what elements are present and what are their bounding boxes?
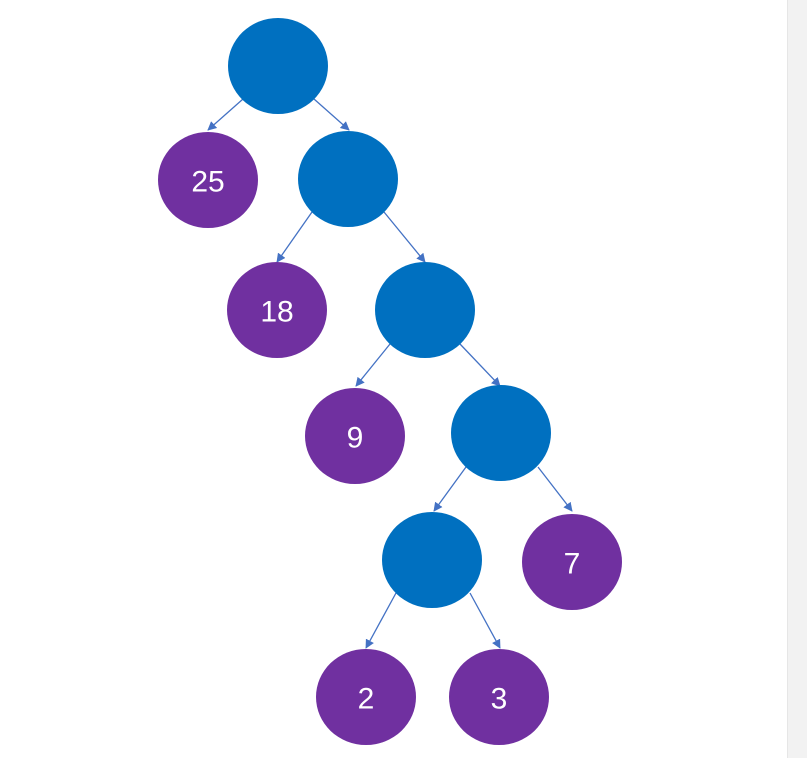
tree-node-4 <box>451 385 551 481</box>
leaf-node-7 <box>522 514 622 610</box>
leaf-label-3: 3 <box>491 683 508 716</box>
edge-node-2-node-3 <box>383 211 426 263</box>
leaf-node-3 <box>449 649 549 745</box>
edge-node-4-leaf-7 <box>537 466 573 512</box>
leaf-label-2: 2 <box>358 683 375 716</box>
leaf-node-2 <box>316 649 416 745</box>
leaf-label-7: 7 <box>564 548 581 581</box>
edge-node-5-leaf-2 <box>365 592 397 649</box>
leaf-node-18 <box>227 262 327 358</box>
edge-root-leaf-25 <box>207 98 244 131</box>
tree-node-5 <box>382 512 482 608</box>
edges <box>207 98 573 649</box>
leaf-label-25: 25 <box>191 166 224 199</box>
edge-node-2-leaf-18 <box>276 211 313 263</box>
tree-diagram: 25 18 9 7 2 3 <box>158 18 622 745</box>
edge-node-3-leaf-9 <box>355 343 391 387</box>
leaf-node-25 <box>158 132 258 228</box>
edge-root-node-2 <box>313 98 350 131</box>
tree-node-root <box>228 18 328 114</box>
diagram-canvas: 25 18 9 7 2 3 <box>158 18 622 745</box>
internal-nodes <box>228 18 551 608</box>
tree-node-2 <box>298 131 398 227</box>
edge-node-4-node-5 <box>433 466 467 512</box>
leaf-nodes: 25 18 9 7 2 3 <box>158 132 622 745</box>
leaf-label-18: 18 <box>260 296 293 329</box>
edge-node-3-node-4 <box>459 343 501 387</box>
leaf-label-9: 9 <box>347 422 364 455</box>
tree-node-3 <box>375 262 475 358</box>
edge-node-5-leaf-3 <box>469 592 501 649</box>
right-edge-strip <box>787 0 807 758</box>
leaf-node-9 <box>305 388 405 484</box>
